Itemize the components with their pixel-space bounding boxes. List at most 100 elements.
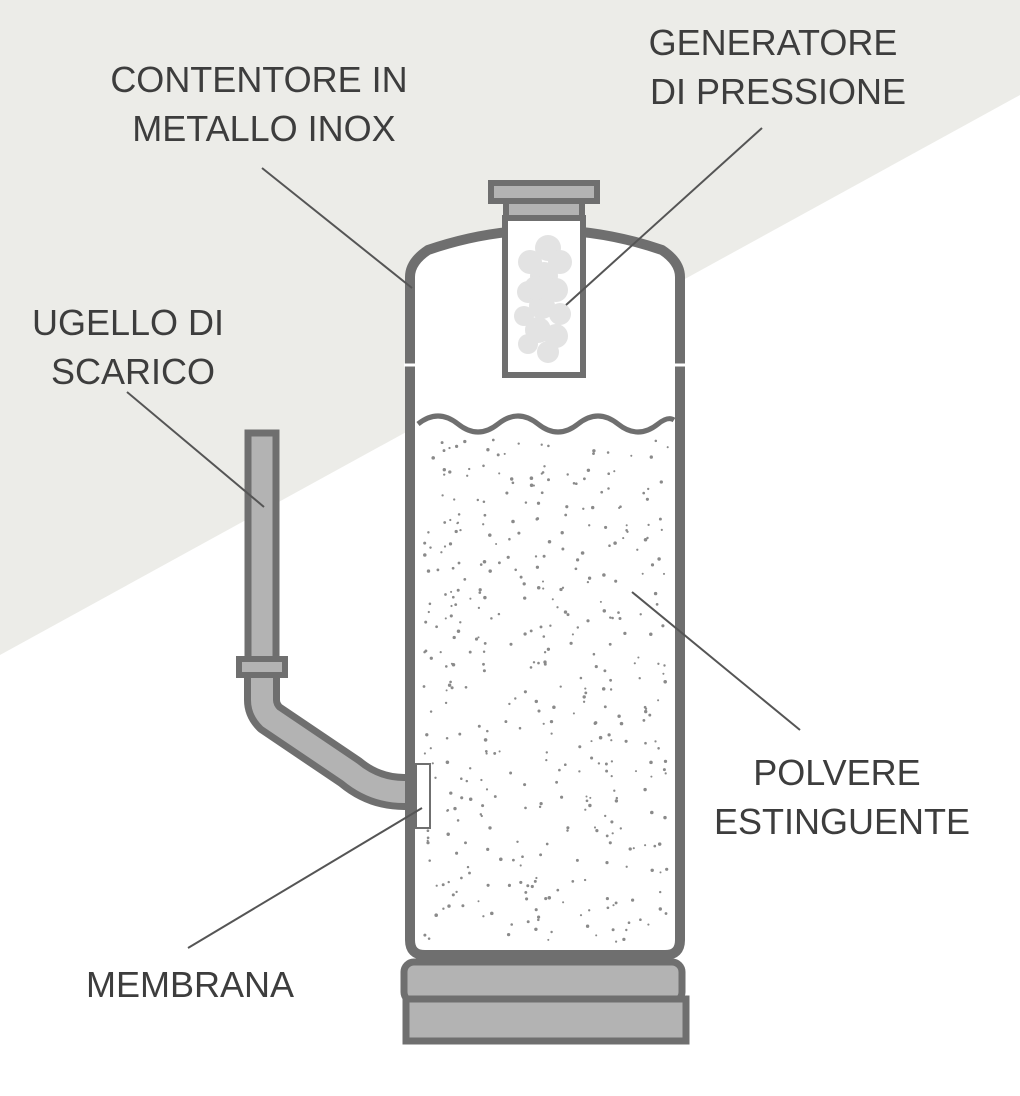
- powder-particle: [529, 629, 533, 633]
- powder-particle: [556, 888, 560, 892]
- powder-particle: [440, 441, 444, 445]
- powder-particle: [426, 836, 430, 840]
- powder-particle: [624, 739, 628, 743]
- powder-particle: [583, 878, 587, 882]
- powder-particle: [435, 625, 438, 629]
- powder-particle: [450, 686, 454, 690]
- powder-particle: [448, 542, 453, 546]
- powder-particle: [564, 513, 568, 517]
- powder-particle: [511, 481, 515, 485]
- powder-particle: [546, 647, 551, 651]
- powder-particle: [610, 760, 614, 763]
- powder-particle: [509, 642, 513, 646]
- powder-particle: [650, 775, 653, 778]
- powder-particle: [592, 652, 596, 656]
- powder-particle: [584, 687, 587, 690]
- powder-particle: [602, 609, 607, 613]
- powder-particle: [659, 871, 662, 874]
- powder-particle: [468, 650, 472, 654]
- powder-particle: [574, 482, 578, 486]
- powder-particle: [648, 713, 652, 717]
- powder-particle: [428, 602, 432, 606]
- powder-particle: [662, 768, 666, 772]
- powder-particle: [649, 760, 653, 765]
- powder-particle: [649, 455, 653, 459]
- powder-particle: [614, 901, 618, 905]
- powder-particle: [486, 883, 490, 887]
- powder-particle: [545, 842, 549, 846]
- powder-particle: [540, 491, 544, 495]
- powder-particle: [665, 867, 669, 871]
- powder-particle: [658, 517, 662, 521]
- powder-particle: [422, 685, 426, 688]
- powder-particle: [523, 632, 527, 636]
- label-generator: GENERATORE DI PRESSIONE: [649, 22, 908, 112]
- powder-particle: [427, 610, 430, 614]
- powder-particle: [514, 697, 517, 700]
- powder-particle: [424, 620, 428, 624]
- powder-particle: [550, 732, 553, 735]
- powder-particle: [610, 820, 614, 824]
- powder-particle: [442, 449, 446, 453]
- powder-particle: [636, 548, 639, 551]
- powder-particle: [482, 662, 485, 666]
- powder-particle: [637, 656, 640, 659]
- powder-particle: [444, 617, 447, 620]
- powder-particle: [584, 808, 587, 811]
- powder-particle: [566, 613, 570, 617]
- powder-particle: [444, 593, 447, 596]
- powder-particle: [606, 451, 610, 454]
- powder-particle: [662, 672, 665, 675]
- powder-particle: [459, 621, 462, 624]
- powder-particle: [452, 635, 456, 640]
- powder-particle: [556, 606, 559, 609]
- powder-particle: [428, 859, 431, 862]
- powder-particle: [503, 452, 506, 455]
- powder-particle: [661, 624, 665, 628]
- powder-particle: [609, 688, 613, 691]
- powder-particle: [543, 465, 546, 468]
- powder-particle: [484, 749, 488, 753]
- powder-particle: [615, 796, 619, 800]
- powder-particle: [605, 769, 609, 773]
- powder-particle: [539, 625, 543, 629]
- powder-particle: [631, 898, 635, 902]
- powder-particle: [644, 707, 648, 710]
- powder-particle: [659, 480, 663, 484]
- powder-particle: [590, 756, 594, 760]
- powder-particle: [451, 595, 455, 599]
- powder-particle: [445, 760, 450, 765]
- powder-particle: [584, 691, 588, 695]
- powder-particle: [657, 699, 660, 702]
- powder-particle: [423, 650, 426, 654]
- powder-particle: [455, 851, 459, 855]
- powder-particle: [518, 726, 522, 730]
- powder-particle: [617, 611, 620, 614]
- powder-particle: [571, 880, 575, 883]
- powder-particle: [588, 803, 592, 808]
- powder-particle: [491, 438, 495, 442]
- powder-particle: [442, 468, 446, 472]
- powder-particle: [589, 796, 592, 799]
- powder-particle: [507, 883, 511, 888]
- powder-particle: [543, 662, 547, 666]
- powder-particle: [613, 789, 616, 792]
- powder-particle: [427, 937, 431, 940]
- powder-particle: [540, 472, 543, 475]
- powder-particle: [534, 927, 538, 932]
- powder-particle: [590, 740, 593, 743]
- powder-particle: [450, 604, 453, 608]
- powder-particle: [588, 524, 591, 527]
- powder-particle: [434, 776, 437, 779]
- powder-particle: [493, 751, 497, 755]
- powder-particle: [482, 915, 485, 918]
- powder-particle: [615, 940, 618, 943]
- powder-particle: [542, 587, 545, 590]
- powder-particle: [535, 876, 538, 880]
- powder-particle: [657, 747, 660, 750]
- powder-particle: [608, 642, 612, 646]
- powder-particle: [613, 541, 617, 545]
- powder-particle: [532, 484, 535, 487]
- powder-particle: [639, 613, 642, 616]
- powder-particle: [486, 448, 490, 452]
